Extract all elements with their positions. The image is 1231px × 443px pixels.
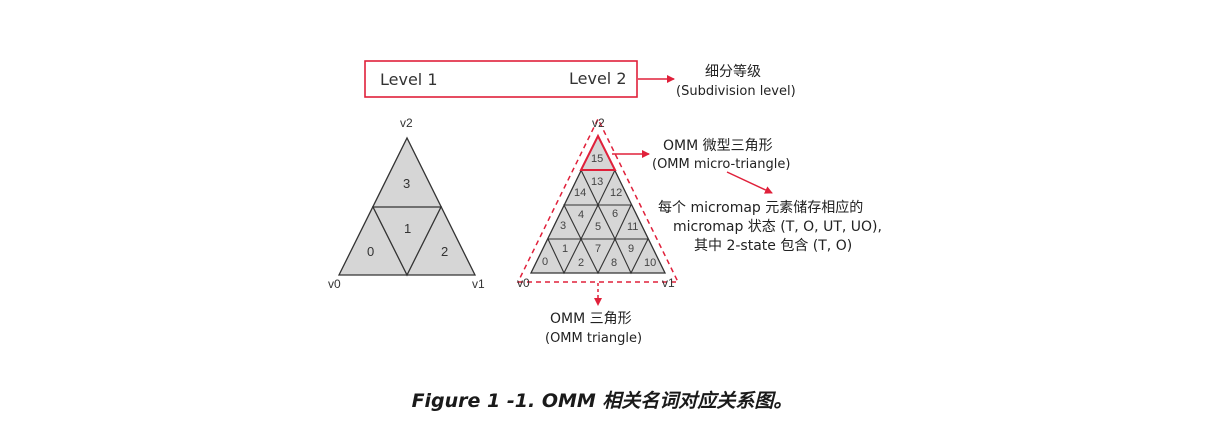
level2-index: 8	[611, 257, 617, 269]
subdivision-label-zh: 细分等级	[705, 63, 761, 80]
level-2-label: Level 2	[569, 69, 627, 88]
level2-index: 13	[591, 176, 603, 188]
level2-index: 4	[578, 209, 584, 221]
level2-highlight-cell	[579, 133, 617, 171]
level2-inner-cell	[614, 238, 649, 275]
level1-index: 3	[403, 176, 410, 191]
vertex-v0-label: v0	[328, 277, 341, 291]
vertex-v2-label: v2	[400, 116, 413, 130]
state-line3: 其中 2-state 包含 (T, O)	[694, 238, 852, 254]
level2-index: 5	[595, 221, 601, 233]
level2-index: 3	[560, 220, 566, 232]
level1-center-cell	[371, 206, 443, 277]
omm-triangle-label-en: (OMM triangle)	[545, 331, 642, 346]
level2-index: 15	[591, 153, 603, 165]
level2-index: 12	[610, 187, 622, 199]
level2-index: 7	[595, 243, 601, 255]
state-line2: micromap 状态 (T, O, UT, UO),	[673, 219, 882, 235]
level2-index: 1	[562, 243, 568, 255]
level2-index: 2	[578, 257, 584, 269]
vertex-v0-label: v0	[517, 276, 530, 290]
vertex-v1-label: v1	[662, 276, 675, 290]
figure-caption: Figure 1 -1. OMM 相关名词对应关系图。	[412, 390, 793, 412]
level2-index: 11	[627, 221, 638, 233]
level-box	[364, 60, 638, 98]
level2-index: 10	[644, 257, 656, 269]
level-1-label: Level 1	[380, 70, 438, 89]
level2-inner-cell	[580, 238, 616, 275]
level1-index: 2	[441, 244, 448, 259]
omm-triangle-label-zh: OMM 三角形	[550, 311, 632, 327]
state-line1: 每个 micromap 元素储存相应的	[658, 199, 863, 216]
subdivision-label-en: (Subdivision level)	[676, 84, 796, 99]
level2-dashed-outline	[516, 117, 680, 283]
level2-inner-cell	[597, 204, 632, 241]
level1-index: 0	[367, 244, 374, 259]
vertex-v1-label: v1	[472, 277, 485, 291]
micro-label-zh: OMM 微型三角形	[663, 138, 773, 154]
level2-inner-cell	[547, 238, 582, 275]
level2-inner-cell	[563, 204, 599, 241]
level1-triangle	[337, 136, 477, 277]
level2-index: 9	[628, 243, 634, 255]
level2-index: 14	[574, 187, 586, 199]
vertex-v2-label: v2	[592, 116, 605, 130]
level2-index: 0	[542, 256, 548, 268]
level2-triangle	[516, 117, 680, 283]
level1-index: 1	[404, 221, 411, 236]
level2-index: 6	[612, 208, 618, 220]
state-arrow	[726, 171, 773, 194]
micro-label-en: (OMM micro-triangle)	[652, 157, 790, 172]
